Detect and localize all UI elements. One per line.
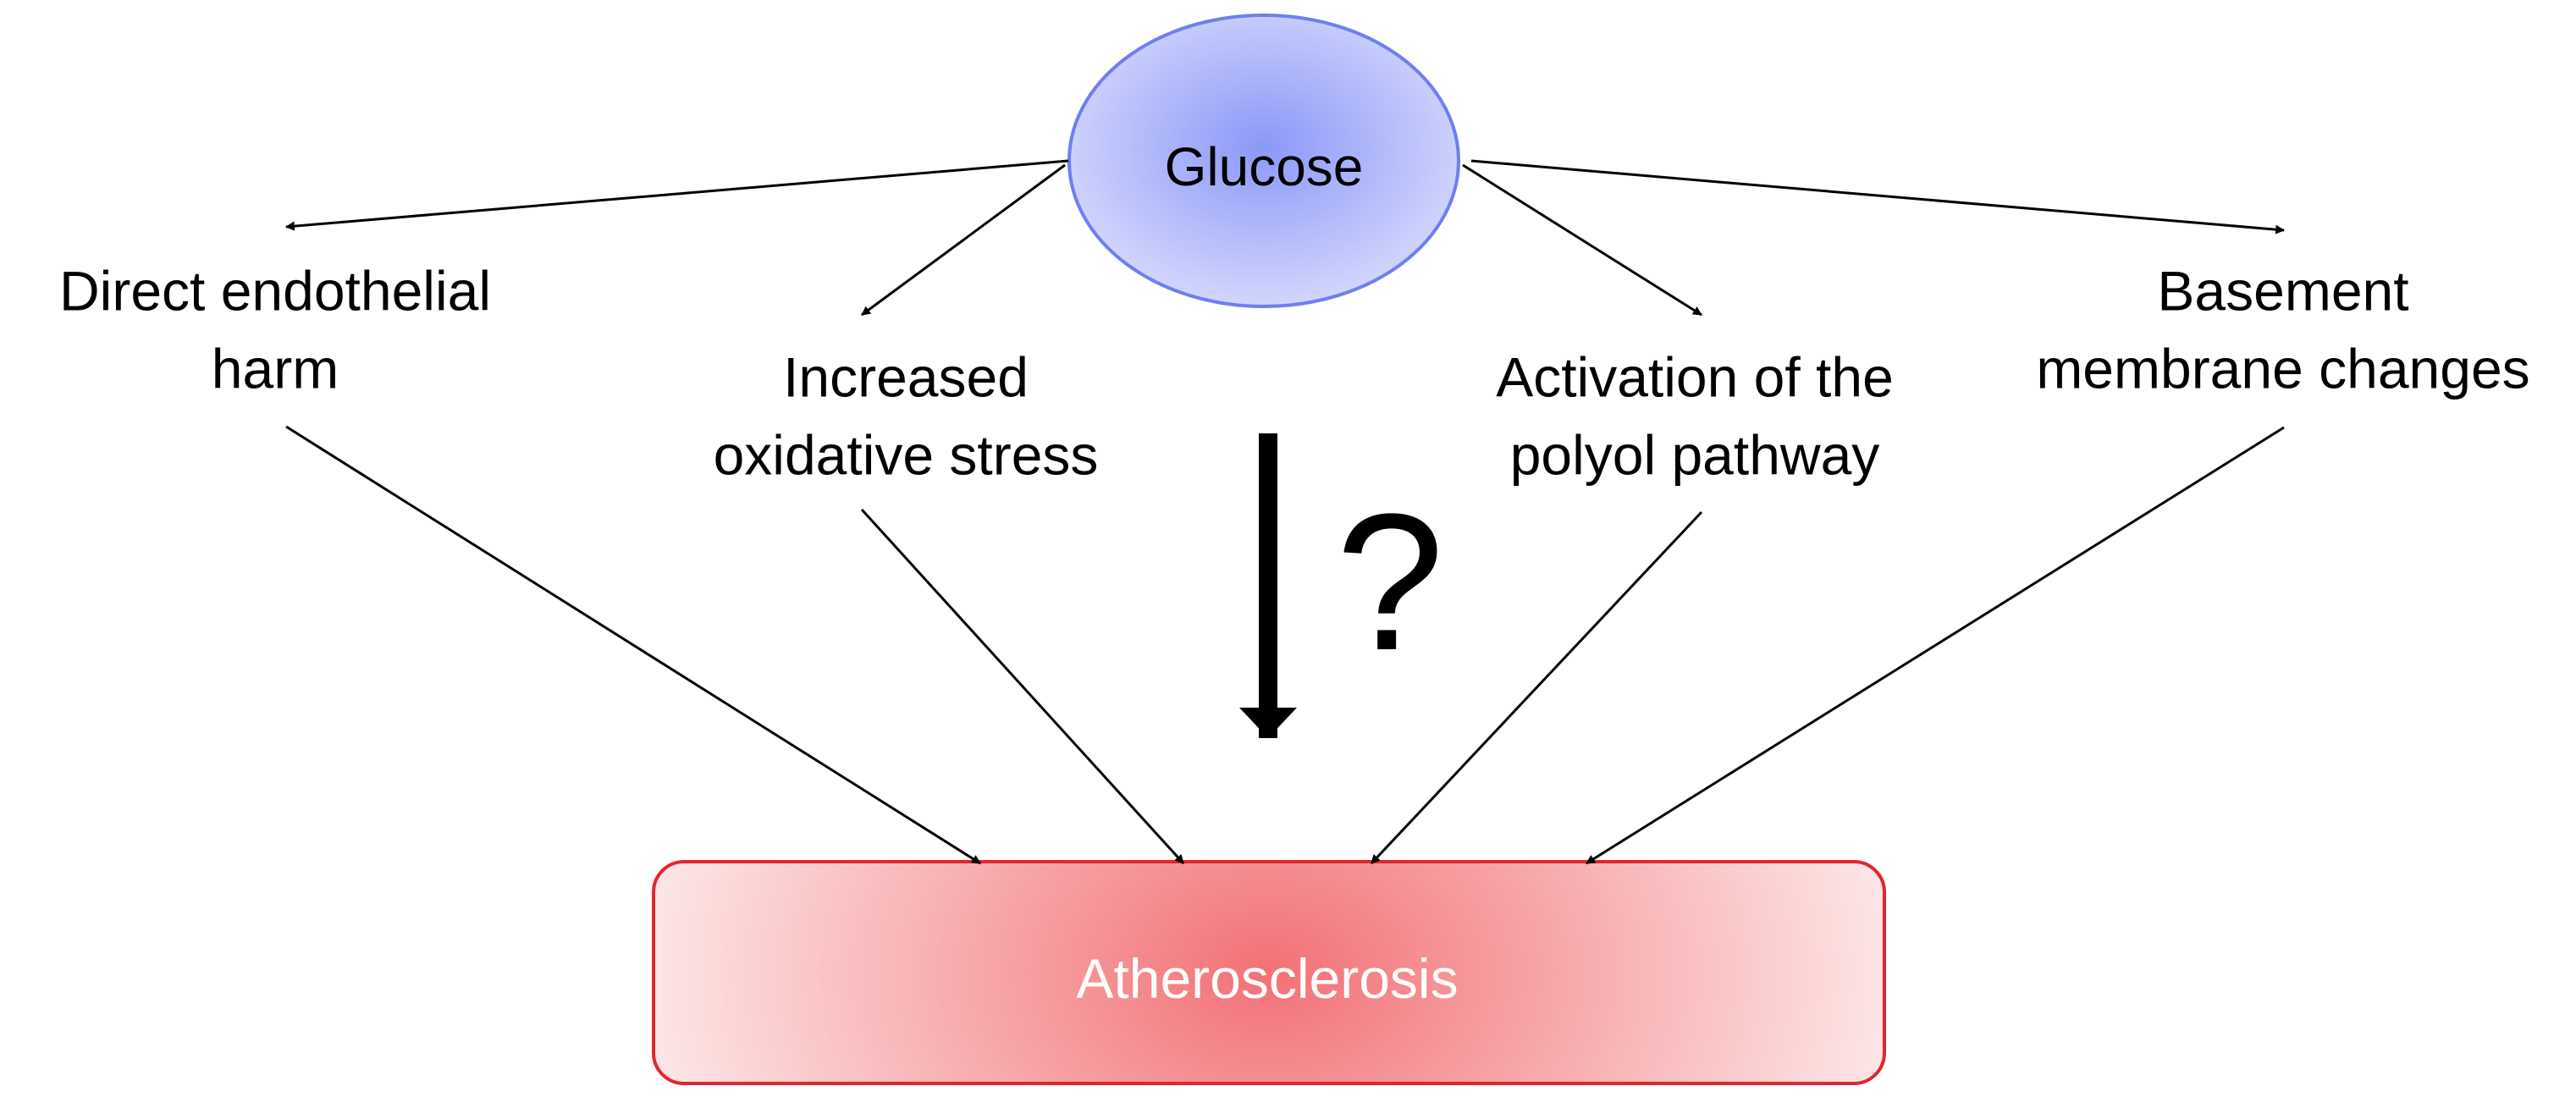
arrow-basement-to-atherosclerosis: [1586, 426, 2285, 865]
mechanism-label-line: Direct endothelial: [59, 259, 491, 322]
arrow-oxidative-to-atherosclerosis: [860, 508, 1185, 865]
mechanism-label-line: Increased: [783, 345, 1029, 409]
arrow-glucose-to-polyol: [1462, 163, 1702, 317]
glucose-node: [1067, 14, 1460, 308]
glucose-label: Glucose: [1164, 136, 1364, 198]
arrow-central-head: [1239, 708, 1297, 738]
arrow-endothelial-to-atherosclerosis: [285, 425, 981, 865]
arrow-glucose-to-basement: [1470, 159, 2286, 234]
mechanism-label-line: oxidative stress: [713, 424, 1099, 487]
question-mark: ?: [1336, 473, 1444, 691]
arrow-glucose-to-oxidative: [861, 163, 1066, 317]
mechanism-label-line: Basement: [2157, 259, 2409, 322]
atherosclerosis-label: Atherosclerosis: [1076, 946, 1459, 1010]
mechanism-label-line: polyol pathway: [1509, 424, 1880, 487]
mechanism-label-line: Activation of the: [1496, 345, 1894, 409]
mechanism-label-polyol: Activation of the polyol pathway: [1496, 339, 1894, 495]
arrow-polyol-to-atherosclerosis: [1370, 510, 1703, 865]
atherosclerosis-node: [652, 860, 1886, 1085]
mechanism-label-line: membrane changes: [2036, 338, 2530, 400]
mechanism-label-line: harm: [211, 338, 339, 400]
mechanism-label-endothelial: Direct endothelial harm: [59, 252, 491, 409]
arrow-glucose-to-endothelial: [284, 159, 1069, 231]
mechanism-label-basement: Basement membrane changes: [2036, 252, 2529, 409]
mechanism-label-oxidative: Increased oxidative stress: [714, 339, 1099, 495]
